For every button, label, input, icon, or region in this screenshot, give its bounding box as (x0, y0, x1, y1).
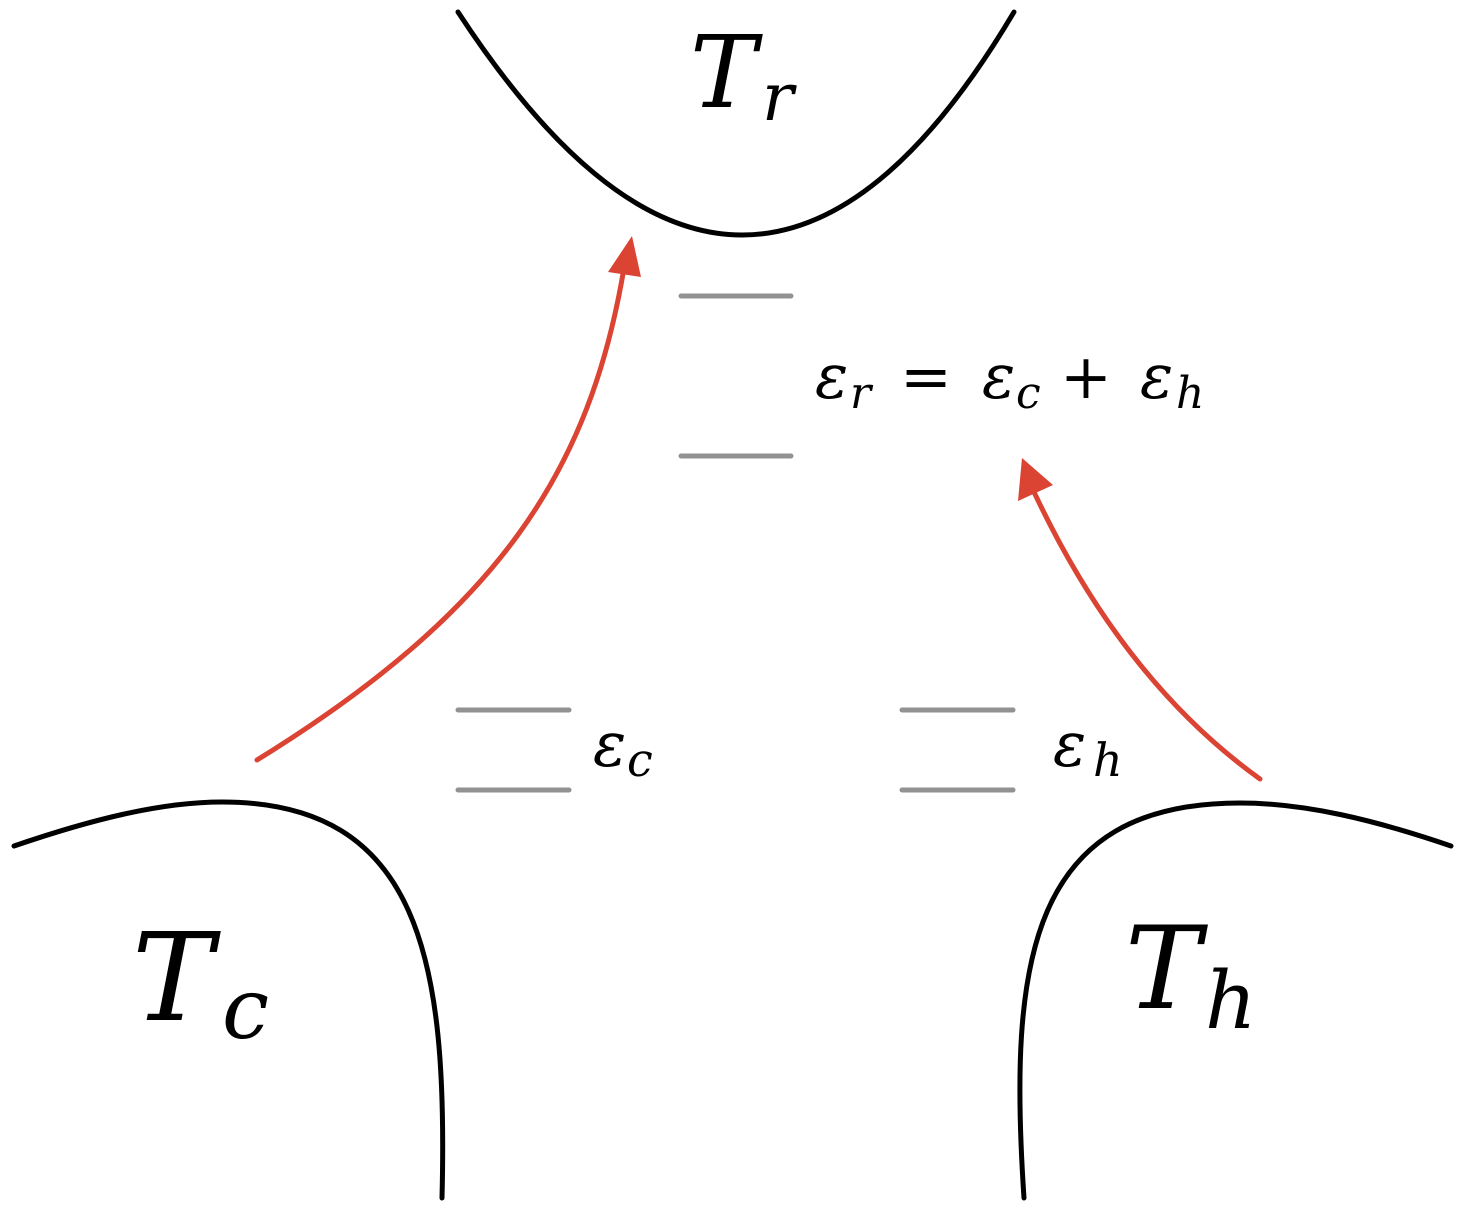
relation-term1-subscript: c (1016, 368, 1041, 419)
room-bath-symbol: T (690, 14, 763, 131)
hot-level-label: ε h (1053, 708, 1123, 787)
hot-bath-subscript: h (1205, 954, 1257, 1047)
hot-level-symbol: ε (1053, 708, 1086, 781)
room-bath-boundary (455, 9, 1017, 238)
relation-term2-subscript: h (1176, 368, 1204, 419)
energy-relation: ε r = ε c + ε h (815, 340, 1204, 419)
relation-plus: + (1060, 340, 1112, 413)
relation-lhs-subscript: r (850, 368, 874, 419)
hot-to-relation-arrow (1031, 489, 1263, 782)
room-bath-label: T r (690, 14, 797, 136)
cold-level-subscript: c (627, 733, 653, 787)
relation-term2-symbol: ε (1140, 340, 1173, 413)
cold-to-room-arrowhead (608, 236, 641, 277)
relation-equals: = (900, 340, 952, 413)
cold-bath-symbol: T (132, 907, 221, 1049)
cold-level-symbol: ε (593, 708, 626, 781)
hot-to-relation-arrowhead (1018, 458, 1053, 501)
relation-lhs-symbol: ε (815, 340, 848, 413)
cold-bath-label: T c (132, 907, 269, 1058)
hot-bath-boundary (1017, 800, 1454, 1201)
hot-bath-symbol: T (1125, 902, 1208, 1035)
cold-bath-boundary (11, 799, 446, 1201)
cold-level-label: ε c (593, 708, 653, 787)
cold-to-room-arrow (254, 265, 627, 763)
room-bath-subscript: r (762, 59, 797, 136)
hot-level-subscript: h (1093, 733, 1123, 787)
cold-bath-subscript: c (222, 960, 269, 1058)
relation-term1-symbol: ε (982, 340, 1015, 413)
hot-bath-label: T h (1125, 902, 1257, 1047)
